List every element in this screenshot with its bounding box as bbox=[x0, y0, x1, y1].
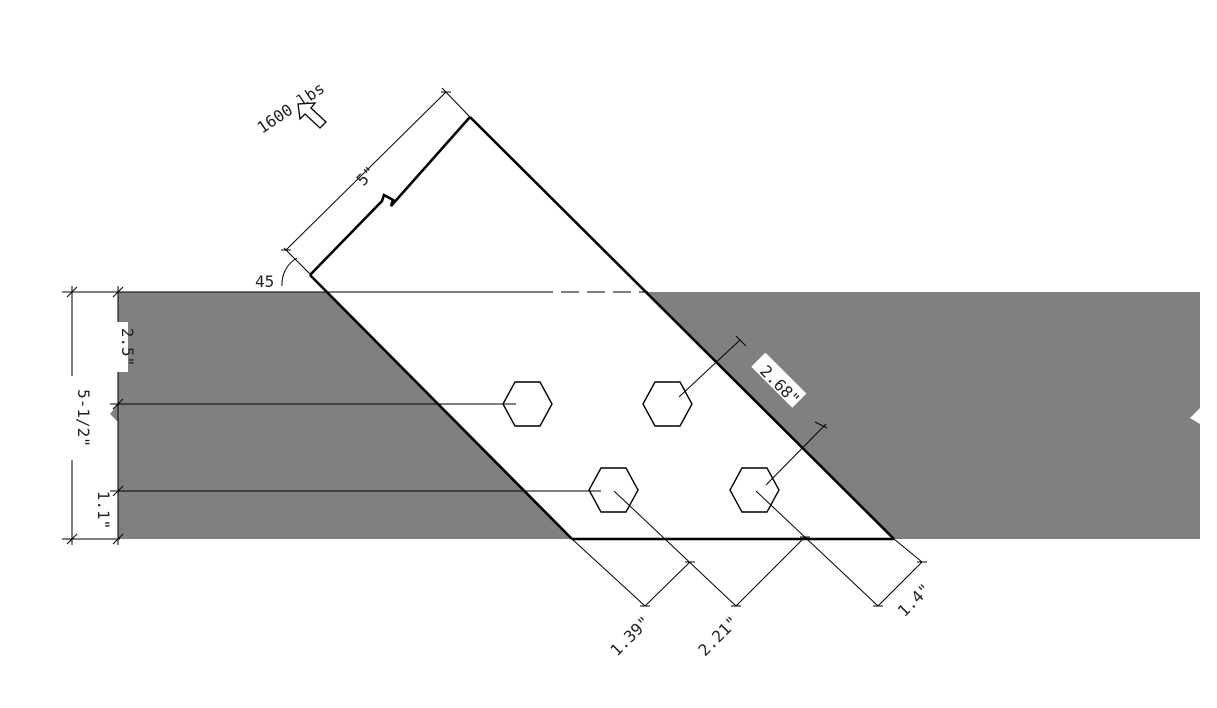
angle-label: 45 bbox=[255, 272, 274, 291]
bolt-hex bbox=[642, 381, 693, 427]
extension-line bbox=[814, 421, 828, 429]
label-background bbox=[104, 322, 128, 372]
bolt-end-dim-label-2: 1.4" bbox=[894, 580, 935, 621]
dim-line-bolt-end bbox=[877, 561, 923, 607]
plate-edge-right bbox=[469, 116, 895, 540]
extension-line bbox=[735, 335, 747, 347]
dim-line-bolt-spacing bbox=[735, 536, 806, 607]
extension-line bbox=[755, 490, 879, 607]
bolt-end-dim-label-1: 1.39" bbox=[606, 612, 653, 659]
label-background bbox=[751, 352, 807, 408]
dim-tick bbox=[112, 533, 124, 545]
dim-tick bbox=[66, 533, 78, 545]
hollow-arrow-icon bbox=[297, 102, 327, 129]
plate-edge-left bbox=[309, 274, 573, 540]
dim-tick bbox=[112, 286, 124, 298]
load-label: 1600 lbs bbox=[254, 78, 329, 137]
extension-line bbox=[441, 87, 471, 118]
angle-arc bbox=[281, 257, 298, 287]
plate-edge-dim-label: 5" bbox=[353, 163, 380, 190]
dim-tick bbox=[112, 485, 124, 497]
dim-line-bolt-end bbox=[644, 561, 691, 607]
label-background bbox=[82, 487, 104, 533]
dim-line-plate-edge bbox=[285, 91, 447, 251]
bolt-hex bbox=[588, 467, 639, 513]
plate-edge-top bbox=[309, 116, 471, 276]
dim-tick bbox=[66, 286, 78, 298]
bolt-spacing-dim-label: 2.21" bbox=[694, 612, 741, 659]
member-depth-dim-label: 5-1/2" bbox=[74, 389, 93, 447]
dim-tick bbox=[112, 398, 124, 410]
extension-line bbox=[571, 538, 646, 607]
dim-line-bolt-edge bbox=[678, 339, 741, 398]
dim-line-bolt-edge bbox=[765, 423, 827, 486]
gusset-plate bbox=[310, 117, 894, 539]
label-background bbox=[62, 376, 82, 460]
bolt-hex bbox=[502, 381, 553, 427]
extension-line bbox=[283, 247, 313, 277]
extension-line bbox=[893, 538, 923, 563]
top-to-bolt-row-dim-label: 2.5" bbox=[118, 328, 137, 367]
bottom-to-bolt-row-dim-label: 1.1" bbox=[94, 491, 113, 530]
extension-line bbox=[613, 490, 737, 607]
